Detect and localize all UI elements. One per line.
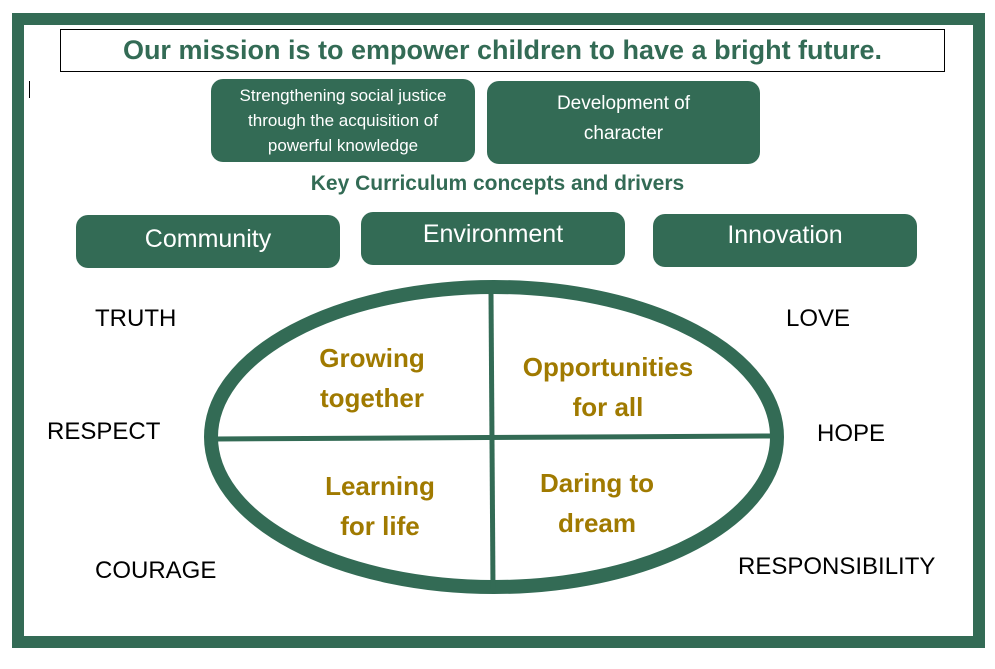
quadrant-line: Learning (325, 471, 435, 501)
value-responsibility: RESPONSIBILITY (738, 553, 936, 580)
driver-community: Community (76, 215, 340, 268)
aim-character: Development of character (487, 81, 760, 164)
aim-line: through the acquisition of (248, 111, 438, 130)
value-love: LOVE (786, 305, 851, 332)
quadrant-line: together (320, 383, 424, 413)
aim-line: powerful knowledge (267, 136, 419, 155)
quadrant-line: Opportunities (522, 352, 694, 382)
aim-line: Development of (556, 93, 691, 114)
quadrant-line: for all (572, 392, 644, 422)
value-hope: HOPE (817, 420, 886, 447)
quadrant-line: Growing (319, 343, 425, 373)
quadrant-line: for life (340, 511, 420, 541)
mission-statement: Our mission is to empower children to ha… (60, 29, 945, 72)
horizontal-divider (214, 433, 774, 442)
quadrant-line: Daring to (539, 468, 655, 498)
quadrant-daring-to-dream: Daring to dream (497, 463, 697, 543)
value-courage: COURAGE (95, 557, 217, 584)
value-truth: TRUTH (95, 305, 177, 332)
quadrant-line: dream (557, 508, 637, 538)
quadrant-opportunities: Opportunities for all (500, 347, 716, 427)
aim-line: Strengthening social justice (239, 86, 447, 105)
quadrant-growing-together: Growing together (272, 338, 472, 418)
quadrant-learning-for-life: Learning for life (280, 466, 480, 546)
driver-innovation: Innovation (653, 214, 917, 267)
driver-environment: Environment (361, 212, 625, 265)
vertical-divider (488, 292, 496, 591)
key-curriculum-heading: Key Curriculum concepts and drivers (310, 172, 685, 195)
aim-social-justice: Strengthening social justice through the… (211, 79, 475, 162)
text-cursor (29, 81, 30, 98)
value-respect: RESPECT (47, 418, 161, 445)
aim-line: character (583, 123, 664, 144)
